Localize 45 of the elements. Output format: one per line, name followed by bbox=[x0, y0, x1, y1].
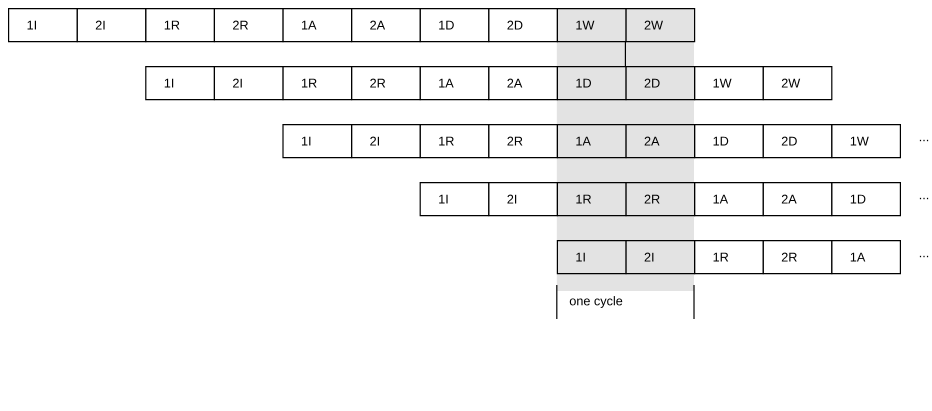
table-cell: 1D bbox=[556, 66, 627, 100]
table-cell: 1I bbox=[145, 66, 215, 100]
table-cell: 1I bbox=[420, 182, 490, 216]
table-cell: 2R bbox=[351, 66, 421, 100]
table-cell: 2D bbox=[762, 124, 832, 158]
table-cell: 1D bbox=[694, 124, 764, 158]
ellipsis: ... bbox=[920, 256, 928, 258]
table-cell: 2D bbox=[625, 66, 696, 100]
table-cell: 1D bbox=[420, 8, 490, 42]
table-cell: 2W bbox=[762, 66, 832, 100]
ellipsis: ... bbox=[920, 198, 928, 200]
table-cell: 1I bbox=[556, 240, 627, 274]
table-cell: 2A bbox=[762, 182, 832, 216]
table-cell: 2I bbox=[351, 124, 421, 158]
table-cell: 1I bbox=[282, 124, 352, 158]
cycle-label: one cycle bbox=[570, 296, 622, 308]
table-cell: 1A bbox=[831, 240, 901, 274]
ellipsis: ... bbox=[920, 140, 928, 142]
table-cell: 2R bbox=[488, 124, 558, 158]
table-cell: 1R bbox=[145, 8, 215, 42]
table-cell: 2A bbox=[351, 8, 421, 42]
table-cell: 2I bbox=[76, 8, 146, 42]
table-cell: 1R bbox=[556, 182, 627, 216]
table-cell: 1R bbox=[694, 240, 764, 274]
table-cell: 1A bbox=[556, 124, 627, 158]
table-cell: 1W bbox=[694, 66, 764, 100]
table-cell: 1W bbox=[556, 8, 627, 42]
table-cell: 2R bbox=[625, 182, 696, 216]
table-cell: 2I bbox=[488, 182, 558, 216]
table-cell: 1D bbox=[831, 182, 901, 216]
table-cell: 2W bbox=[625, 8, 696, 42]
table-cell: 1W bbox=[831, 124, 901, 158]
table-cell: 1A bbox=[420, 66, 490, 100]
table-cell: 1A bbox=[282, 8, 352, 42]
table-cell: 2R bbox=[214, 8, 284, 42]
table-cell: 2I bbox=[625, 240, 696, 274]
table-cell: 2A bbox=[488, 66, 558, 100]
table-cell: 2I bbox=[214, 66, 284, 100]
table-cell: 1R bbox=[420, 124, 490, 158]
table-cell: 1A bbox=[694, 182, 764, 216]
table-cell: 1R bbox=[282, 66, 352, 100]
table-cell: 2A bbox=[625, 124, 696, 158]
table-cell: 2R bbox=[762, 240, 832, 274]
table-cell: 2D bbox=[488, 8, 558, 42]
table-cell: 1I bbox=[8, 8, 78, 42]
